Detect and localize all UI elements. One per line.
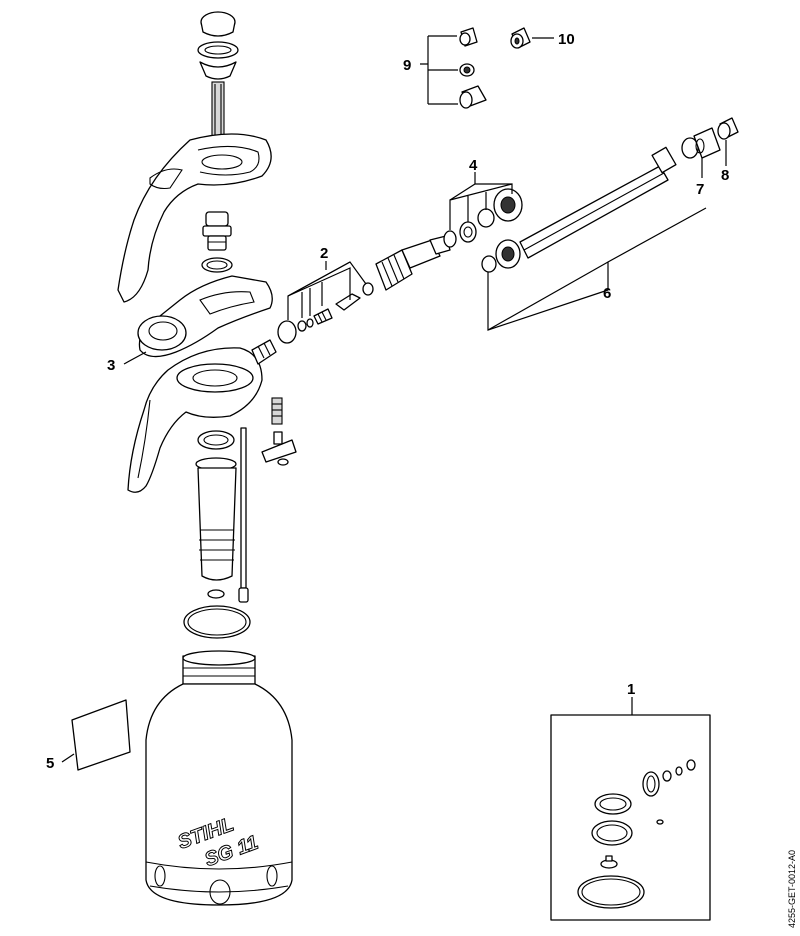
callout-2: 2 [320, 245, 328, 262]
callout-7: 7 [696, 181, 704, 198]
nozzle-parts-set [459, 27, 487, 109]
riser-tube [238, 427, 249, 603]
label-plate [71, 699, 131, 771]
pump-cylinder [195, 430, 237, 599]
hose-connector [375, 235, 451, 291]
trigger-lever [137, 275, 273, 358]
valve-insert-parts [277, 282, 374, 344]
container-bottle [145, 650, 293, 906]
nozzle-cap [717, 117, 739, 140]
callout-6: 6 [603, 285, 611, 302]
callout-8: 8 [721, 167, 729, 184]
container-seal [183, 605, 251, 639]
pump-knob [197, 11, 239, 80]
pressure-relief-valve [261, 397, 297, 466]
coupling-set [443, 188, 523, 248]
nozzle-insert [510, 27, 531, 49]
callout-5: 5 [46, 755, 54, 772]
callout-4: 4 [469, 157, 478, 174]
callout-10: 10 [558, 31, 575, 48]
spray-tube [481, 146, 677, 273]
callout-3: 3 [107, 357, 115, 374]
callout-1: 1 [627, 681, 635, 698]
callout-labels: 1 2 3 4 5 6 7 8 9 10 [46, 31, 729, 772]
seal-kit-box [550, 714, 711, 921]
pump-handle [117, 133, 272, 303]
valve-stack [201, 211, 233, 273]
document-id: 4255-GET-0012-A0 [787, 850, 797, 928]
leader-lines [61, 35, 727, 763]
nozzle [681, 127, 721, 159]
sprayer-head-body [127, 339, 277, 493]
callout-9: 9 [403, 57, 411, 74]
